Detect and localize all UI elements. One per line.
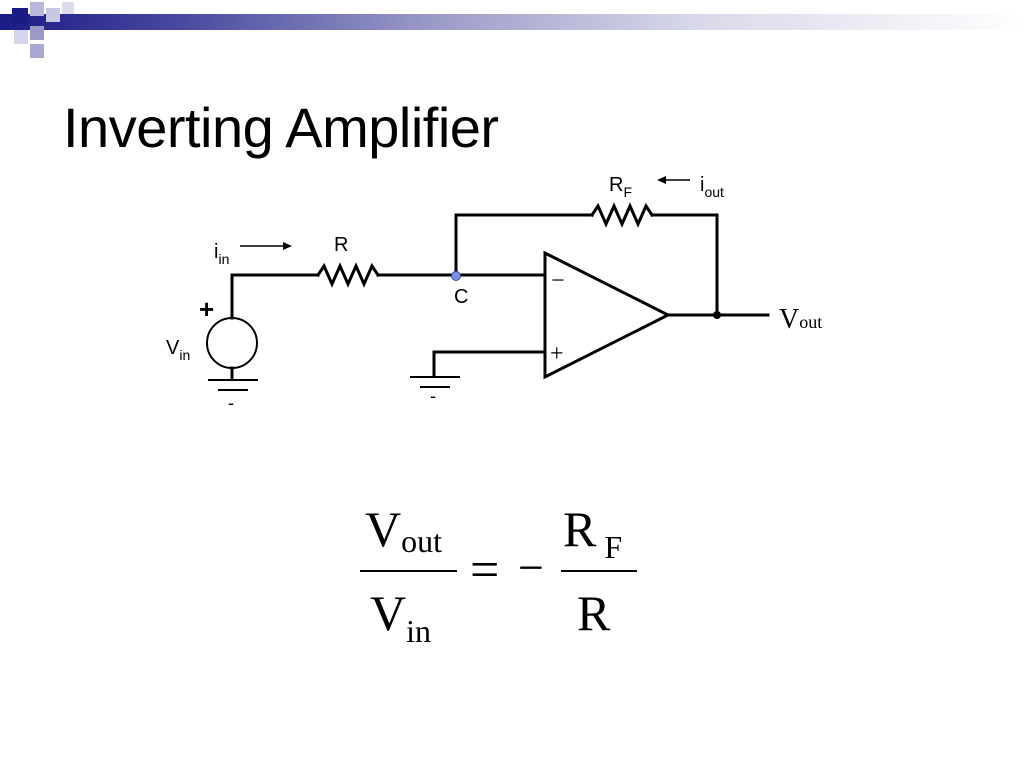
output-current-arrowhead	[657, 176, 666, 184]
output-current-label: iout	[700, 174, 724, 200]
eq-rhs-denominator: R	[577, 585, 611, 641]
feedback-wire-right	[650, 213, 719, 317]
opamp-noninverting-sign: +	[550, 341, 564, 367]
corner-square-light	[62, 2, 74, 14]
ground-source-minus: -	[228, 393, 234, 413]
output-voltage-label: Vout	[779, 304, 822, 335]
eq-equals: =	[470, 542, 499, 599]
feedback-wire-left	[454, 213, 594, 277]
input-current-label: iin	[214, 241, 229, 267]
source-label: Vin	[166, 337, 190, 363]
ground-opamp-minus: -	[430, 386, 436, 406]
input-resistor-label: R	[334, 234, 348, 256]
input-wire	[230, 273, 320, 320]
corner-square-light	[30, 2, 44, 16]
opamp-inverting-sign: −	[551, 268, 565, 294]
corner-square-mid	[30, 44, 44, 58]
input-current-arrowhead	[283, 242, 292, 250]
header-bar	[0, 14, 1024, 30]
eq-lhs-numerator: Vout	[365, 501, 442, 559]
corner-square-light	[14, 30, 28, 44]
corner-square-dark	[12, 8, 28, 24]
source-plus: +	[199, 294, 214, 324]
node-label: C	[454, 286, 468, 308]
node-c-dot	[451, 271, 461, 281]
eq-minus: −	[518, 542, 544, 593]
voltage-source	[206, 317, 258, 369]
corner-square-mid	[30, 26, 44, 40]
feedback-resistor-label: RF	[609, 174, 632, 200]
input-resistor	[315, 262, 381, 288]
eq-lhs-denominator: Vin	[370, 585, 431, 649]
opamp-triangle	[543, 250, 672, 380]
feedback-resistor	[589, 202, 655, 228]
noninv-ground-wire	[432, 350, 547, 377]
slide-title: Inverting Amplifier	[63, 96, 499, 159]
output-junction-dot	[713, 311, 721, 319]
corner-square-light	[46, 8, 60, 22]
